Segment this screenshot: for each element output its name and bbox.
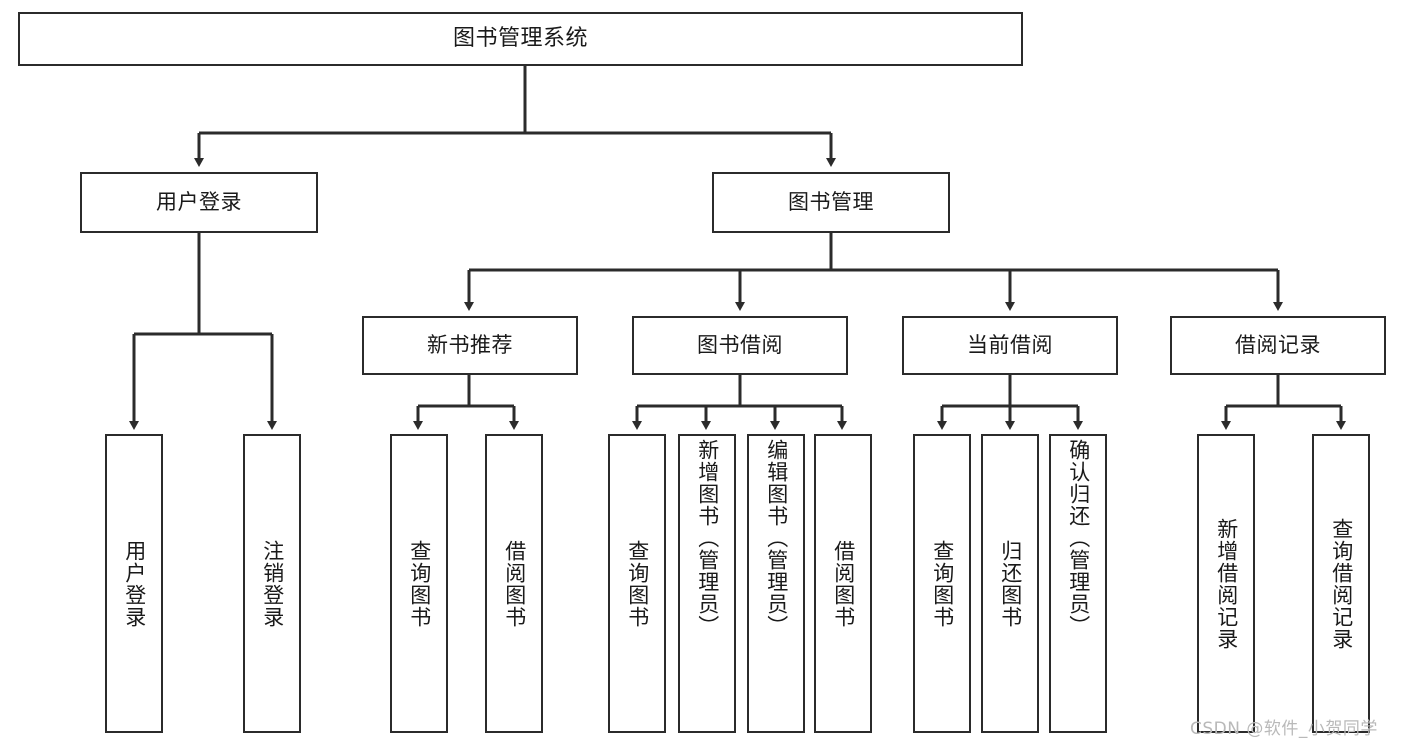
node-label: 编辑图书（管理员） bbox=[764, 439, 789, 637]
leaf-borrow-book-recommend[interactable]: 借阅图书 bbox=[485, 434, 543, 733]
leaf-logout-login[interactable]: 注销登录 bbox=[243, 434, 301, 733]
node-label: 当前借阅 bbox=[967, 333, 1053, 357]
node-label: 查询图书 bbox=[407, 539, 432, 628]
node-root-system[interactable]: 图书管理系统 bbox=[18, 12, 1023, 66]
node-label: 新增图书（管理员） bbox=[695, 439, 720, 637]
node-user-login[interactable]: 用户登录 bbox=[80, 172, 318, 233]
node-label: 新增借阅记录 bbox=[1214, 517, 1239, 650]
leaf-confirm-return[interactable]: 确认归还（管理员） bbox=[1049, 434, 1107, 733]
node-book-manage[interactable]: 图书管理 bbox=[712, 172, 950, 233]
node-label: 注销登录 bbox=[260, 539, 285, 628]
node-label: 查询图书 bbox=[625, 539, 650, 628]
node-book-borrow[interactable]: 图书借阅 bbox=[632, 316, 848, 375]
node-label: 用户登录 bbox=[156, 190, 242, 214]
node-label: 图书管理 bbox=[788, 190, 874, 214]
node-current-borrow[interactable]: 当前借阅 bbox=[902, 316, 1118, 375]
node-label: 借阅图书 bbox=[502, 539, 527, 628]
node-new-book-recommend[interactable]: 新书推荐 bbox=[362, 316, 578, 375]
node-label: 借阅图书 bbox=[831, 539, 856, 628]
node-label: 用户登录 bbox=[122, 539, 147, 628]
leaf-query-borrow-record[interactable]: 查询借阅记录 bbox=[1312, 434, 1370, 733]
leaf-edit-book[interactable]: 编辑图书（管理员） bbox=[747, 434, 805, 733]
node-label: 图书管理系统 bbox=[452, 26, 588, 51]
node-label: 借阅记录 bbox=[1235, 333, 1321, 357]
node-label: 确认归还（管理员） bbox=[1066, 439, 1091, 637]
node-label: 查询借阅记录 bbox=[1329, 517, 1354, 650]
csdn-watermark: CSDN @软件_小贺同学 bbox=[1190, 719, 1378, 739]
node-label: 新书推荐 bbox=[427, 333, 513, 357]
leaf-borrow-book-borrow[interactable]: 借阅图书 bbox=[814, 434, 872, 733]
leaf-user-login[interactable]: 用户登录 bbox=[105, 434, 163, 733]
leaf-query-book-borrow[interactable]: 查询图书 bbox=[608, 434, 666, 733]
node-label: 查询图书 bbox=[930, 539, 955, 628]
node-label: 图书借阅 bbox=[697, 333, 783, 357]
node-borrow-record[interactable]: 借阅记录 bbox=[1170, 316, 1386, 375]
leaf-query-book-current[interactable]: 查询图书 bbox=[913, 434, 971, 733]
node-label: 归还图书 bbox=[998, 539, 1023, 628]
leaf-add-book[interactable]: 新增图书（管理员） bbox=[678, 434, 736, 733]
leaf-add-borrow-record[interactable]: 新增借阅记录 bbox=[1197, 434, 1255, 733]
leaf-query-book-recommend[interactable]: 查询图书 bbox=[390, 434, 448, 733]
leaf-return-book[interactable]: 归还图书 bbox=[981, 434, 1039, 733]
